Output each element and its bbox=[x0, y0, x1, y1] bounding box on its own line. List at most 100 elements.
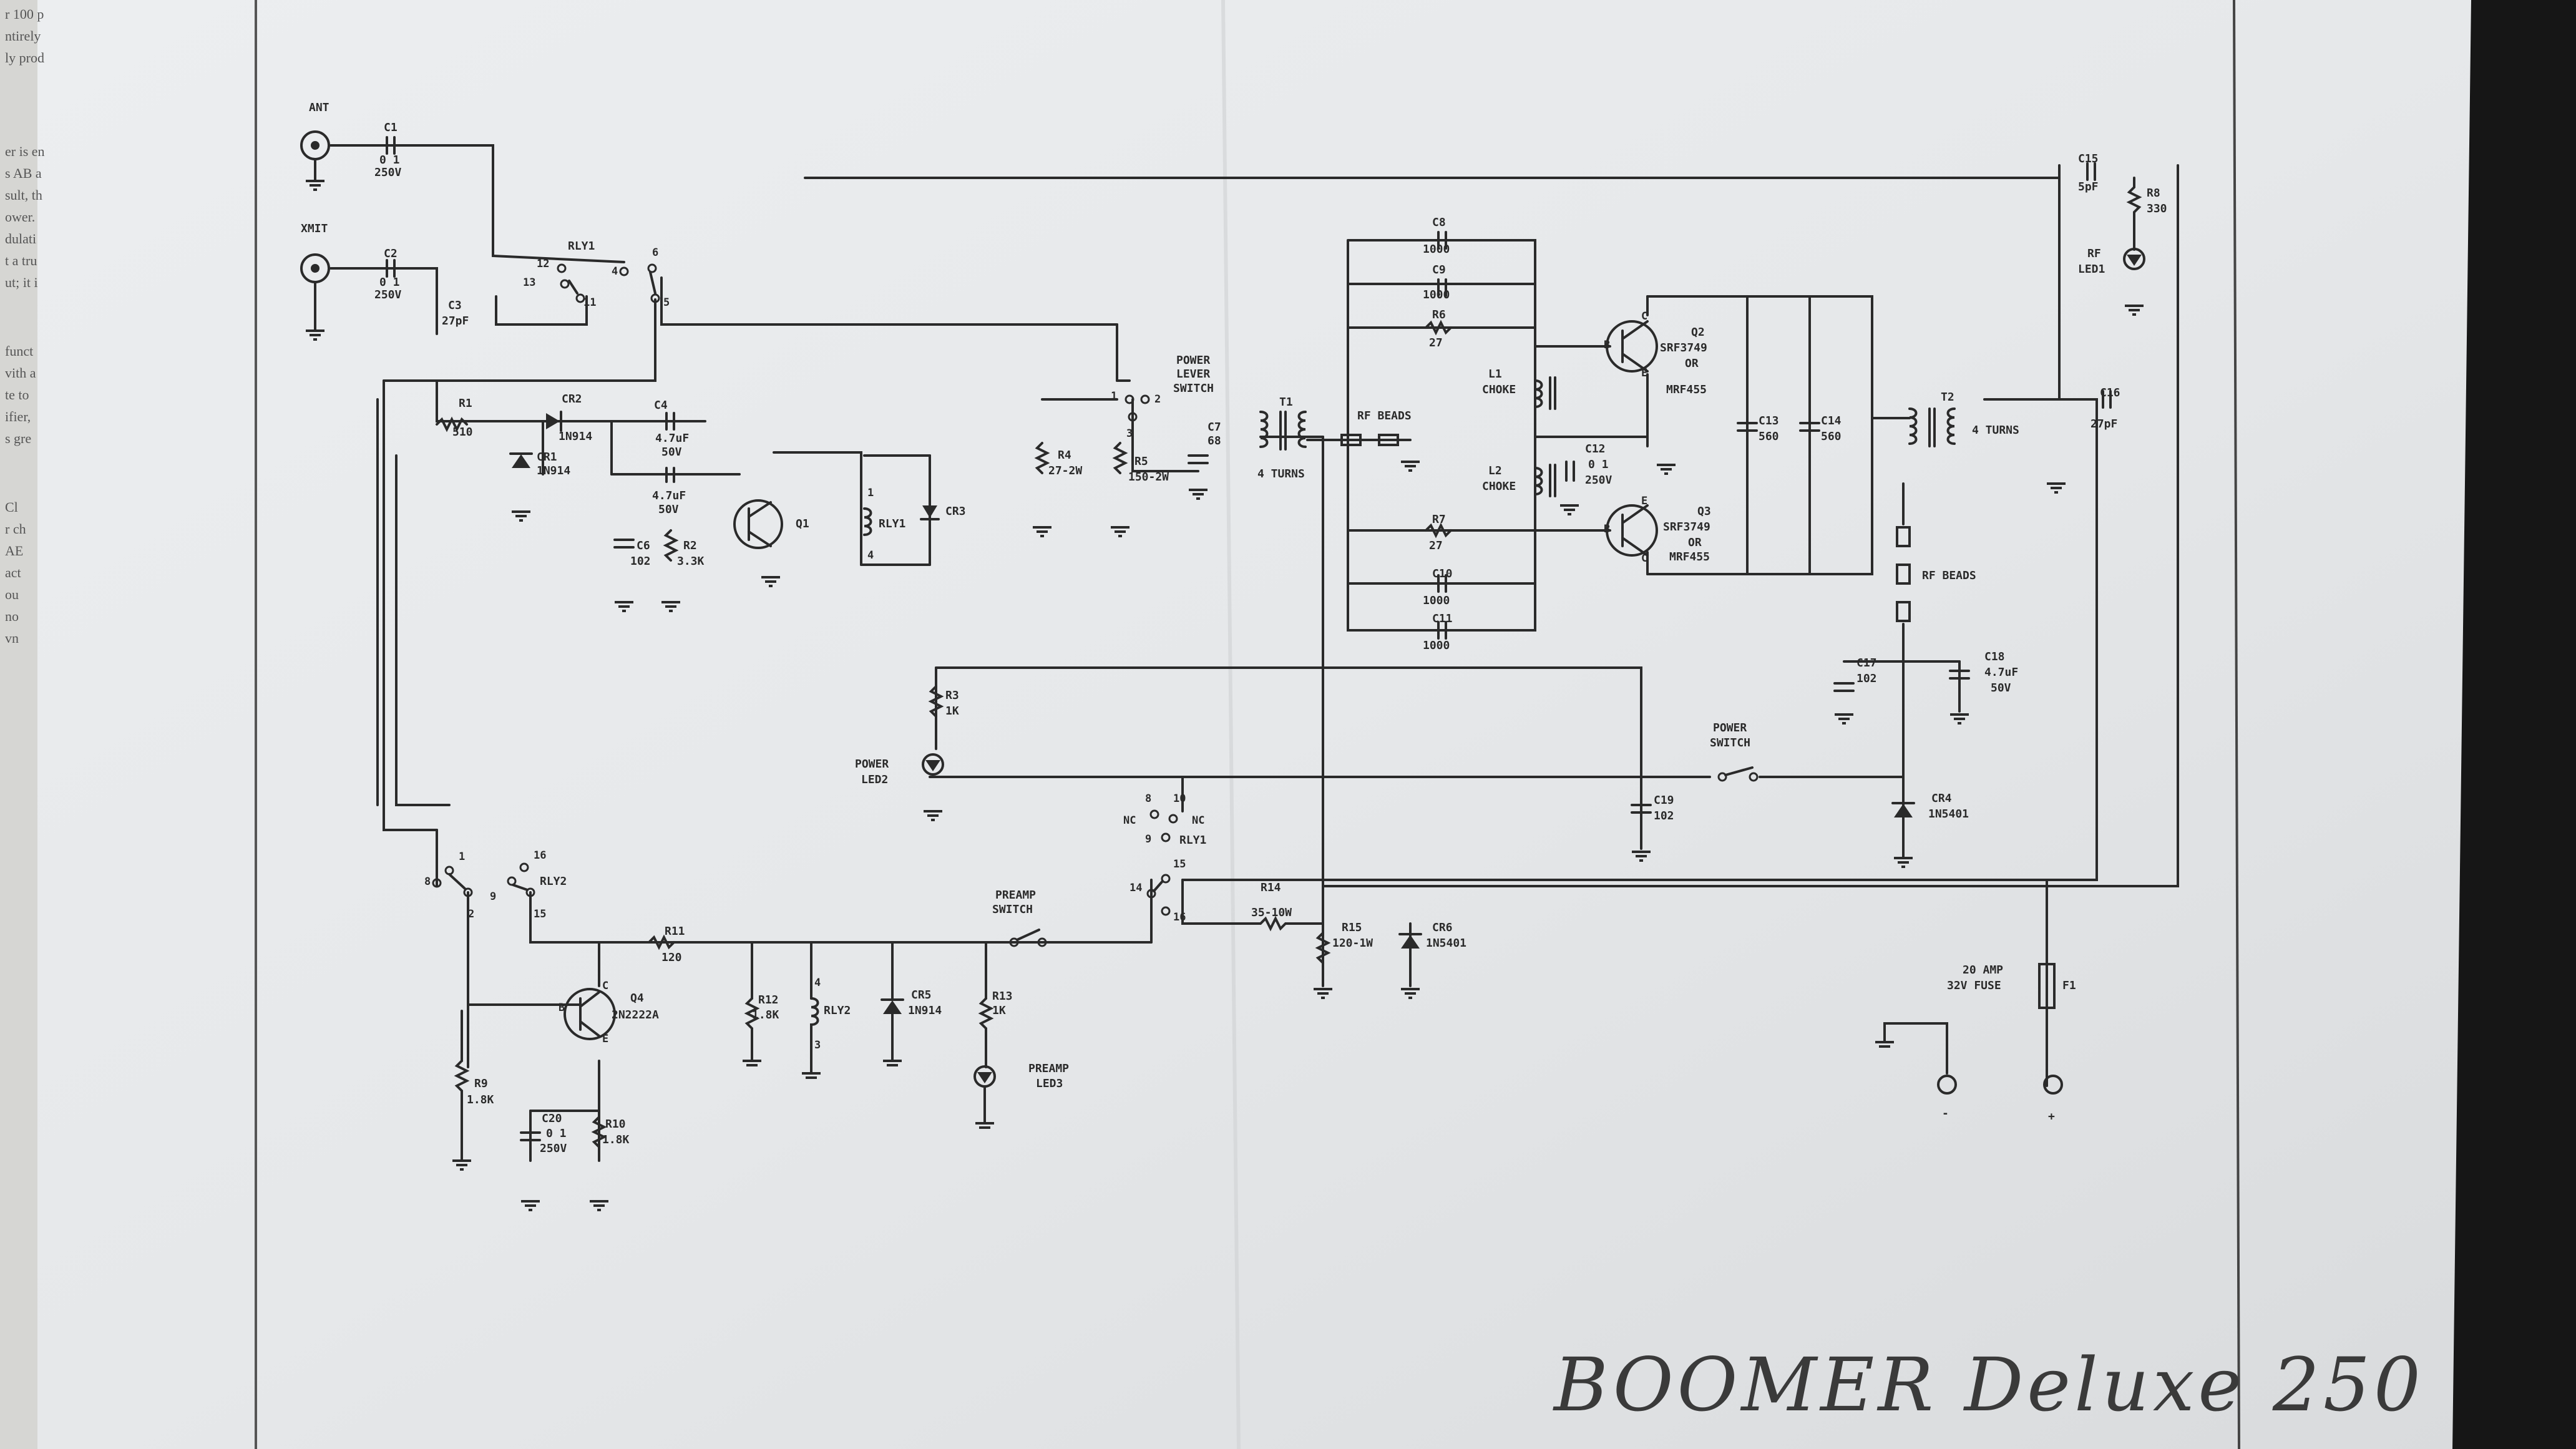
svg-text:1.8K: 1.8K bbox=[752, 1008, 779, 1022]
svg-text:XMIT: XMIT bbox=[301, 222, 328, 235]
relay-rly1-top: RLY1 12 13 11 4 6 5 bbox=[492, 177, 670, 309]
svg-text:8: 8 bbox=[424, 876, 431, 888]
svg-text:RF BEADS: RF BEADS bbox=[1922, 569, 1976, 582]
svg-text:9: 9 bbox=[1145, 833, 1151, 846]
rly1-coil: RLY1 1 4 bbox=[863, 487, 905, 562]
svg-text:RLY1: RLY1 bbox=[1179, 834, 1206, 847]
svg-text:1.8K: 1.8K bbox=[467, 1093, 494, 1106]
svg-text:510: 510 bbox=[452, 426, 473, 439]
svg-text:C15: C15 bbox=[2078, 152, 2099, 165]
svg-text:27pF: 27pF bbox=[442, 315, 469, 328]
svg-text:1000: 1000 bbox=[1423, 594, 1450, 607]
svg-text:LED1: LED1 bbox=[2078, 263, 2105, 276]
rly1-contacts: RLY1 NC NC 8 10 9 15 14 16 bbox=[1123, 793, 1206, 924]
svg-text:Q3: Q3 bbox=[1697, 505, 1711, 518]
svg-text:150-2W: 150-2W bbox=[1128, 471, 1169, 484]
c9: C9 1000 bbox=[1347, 263, 1536, 301]
svg-text:27-2W: 27-2W bbox=[1048, 464, 1082, 477]
svg-text:2: 2 bbox=[1154, 393, 1161, 406]
svg-text:250V: 250V bbox=[374, 288, 402, 301]
svg-text:CR1: CR1 bbox=[537, 451, 557, 464]
svg-text:0 1: 0 1 bbox=[379, 276, 400, 289]
cr4: CR4 1N5401 bbox=[1891, 792, 1969, 821]
svg-text:1N5401: 1N5401 bbox=[1426, 937, 1466, 950]
svg-text:1000: 1000 bbox=[1423, 288, 1450, 301]
cr5: CR5 1N914 bbox=[881, 988, 942, 1062]
svg-text:Q1: Q1 bbox=[796, 517, 809, 530]
svg-text:CR3: CR3 bbox=[945, 505, 966, 518]
svg-text:R9: R9 bbox=[474, 1077, 488, 1090]
r13: R13 1K bbox=[978, 990, 1013, 1068]
svg-text:B: B bbox=[1604, 523, 1610, 535]
svg-text:RLY2: RLY2 bbox=[540, 875, 567, 888]
svg-text:CHOKE: CHOKE bbox=[1482, 480, 1516, 493]
r9: R9 1.8K bbox=[454, 1060, 494, 1162]
ant-connector: ANT bbox=[300, 101, 330, 182]
svg-text:Cl: Cl bbox=[5, 499, 18, 515]
svg-text:E: E bbox=[1641, 367, 1647, 379]
svg-text:27: 27 bbox=[1429, 336, 1443, 349]
svg-text:Q4: Q4 bbox=[630, 992, 644, 1005]
svg-text:ower.: ower. bbox=[5, 209, 35, 225]
svg-text:250V: 250V bbox=[374, 166, 402, 179]
svg-text:F1: F1 bbox=[2062, 979, 2076, 992]
svg-text:0 1: 0 1 bbox=[379, 154, 400, 167]
svg-text:R12: R12 bbox=[758, 993, 779, 1007]
svg-text:12: 12 bbox=[537, 258, 549, 270]
svg-text:15: 15 bbox=[1173, 858, 1186, 871]
svg-text:1: 1 bbox=[1111, 390, 1117, 402]
svg-text:1000: 1000 bbox=[1423, 243, 1450, 256]
svg-text:C4: C4 bbox=[654, 399, 668, 412]
fuse-f1: F1 20 AMP 32V FUSE bbox=[1947, 963, 2076, 1009]
svg-text:13: 13 bbox=[523, 276, 535, 289]
svg-text:C14: C14 bbox=[1821, 414, 1842, 427]
c18: C18 4.7uF 50V bbox=[1949, 650, 2018, 695]
svg-text:R7: R7 bbox=[1432, 513, 1446, 526]
svg-text:sult, th: sult, th bbox=[5, 187, 42, 203]
svg-text:1K: 1K bbox=[992, 1004, 1006, 1017]
q3: B EC Q3 SRF3749 OR MRF455 bbox=[1604, 495, 1711, 565]
t1: T1 4 TURNS bbox=[1257, 396, 1307, 481]
svg-text:vith a: vith a bbox=[5, 365, 36, 381]
svg-text:RLY2: RLY2 bbox=[824, 1004, 851, 1017]
svg-text:5pF: 5pF bbox=[2078, 180, 2099, 193]
svg-text:RF: RF bbox=[2087, 247, 2101, 260]
svg-text:68: 68 bbox=[1208, 434, 1221, 447]
svg-text:PREAMP: PREAMP bbox=[995, 889, 1036, 902]
r2: R2 3.3K bbox=[663, 529, 705, 568]
svg-text:MRF455: MRF455 bbox=[1666, 383, 1707, 396]
page-border-right bbox=[2233, 0, 2240, 1449]
svg-text:vn: vn bbox=[5, 630, 19, 646]
c13: C13 560 bbox=[1737, 414, 1779, 443]
svg-text:Q2: Q2 bbox=[1691, 326, 1705, 339]
power-led2: POWER LED2 bbox=[855, 753, 944, 786]
svg-text:11: 11 bbox=[583, 296, 596, 309]
rly2-contacts: RLY2 1 16 8 9 2 15 bbox=[424, 849, 567, 920]
svg-text:4.7uF: 4.7uF bbox=[655, 432, 689, 445]
svg-text:102: 102 bbox=[1654, 809, 1674, 822]
svg-text:SRF3749: SRF3749 bbox=[1663, 520, 1710, 534]
t2: T2 4 TURNS bbox=[1908, 391, 2019, 447]
svg-text:C1: C1 bbox=[384, 121, 398, 134]
svg-text:POWER: POWER bbox=[1176, 354, 1210, 367]
svg-text:R8: R8 bbox=[2147, 187, 2160, 200]
svg-text:C12: C12 bbox=[1585, 442, 1606, 456]
svg-text:s gre: s gre bbox=[5, 431, 31, 446]
r4: R4 27-2W bbox=[1034, 442, 1082, 477]
r11: R11 120 bbox=[648, 925, 685, 964]
c17: C17 102 bbox=[1833, 656, 1905, 692]
svg-text:LED2: LED2 bbox=[861, 773, 888, 786]
svg-text:560: 560 bbox=[1821, 430, 1842, 443]
svg-text:4: 4 bbox=[814, 977, 821, 989]
svg-text:16: 16 bbox=[1173, 911, 1186, 924]
svg-text:1N5401: 1N5401 bbox=[1928, 807, 1969, 821]
svg-text:r 100 p: r 100 p bbox=[5, 6, 44, 22]
svg-text:no: no bbox=[5, 608, 19, 624]
svg-text:+: + bbox=[2048, 1110, 2055, 1123]
svg-text:1N914: 1N914 bbox=[559, 430, 592, 443]
svg-text:OR: OR bbox=[1685, 357, 1699, 370]
rly2-coil: RLY2 4 3 bbox=[810, 977, 851, 1075]
svg-text:act: act bbox=[5, 565, 21, 580]
svg-text:POWER: POWER bbox=[1713, 721, 1747, 734]
svg-text:C6: C6 bbox=[637, 539, 650, 552]
